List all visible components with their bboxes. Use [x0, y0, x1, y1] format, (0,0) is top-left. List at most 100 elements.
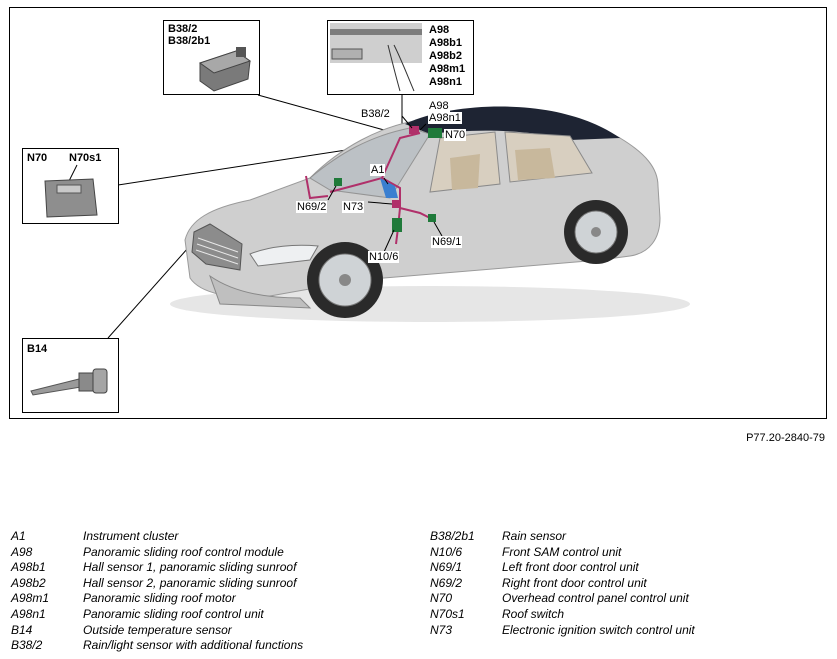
legend-row: A98b2 Hall sensor 2, panoramic sliding su… — [11, 576, 421, 592]
figure-reference: P77.20-2840-79 — [746, 432, 825, 444]
car-label-n73: N73 — [342, 201, 365, 213]
legend-code: N70 — [430, 591, 453, 606]
component-n70 — [428, 128, 442, 138]
legend-desc: Hall sensor 2, panoramic sliding sunroof — [83, 575, 297, 590]
front-bumper — [209, 274, 312, 309]
legend-row: B38/2 Rain/light sensor with additional f… — [11, 638, 421, 654]
car-label-n69-1: N69/1 — [431, 236, 463, 248]
car-label-n70: N70 — [444, 129, 467, 141]
legend-code: B38/2b1 — [430, 529, 475, 543]
legend-code: B14 — [11, 622, 33, 637]
legend-code: A1 — [11, 529, 26, 543]
callout-box-roof-module: A98 A98b1 A98b2 A98m1 A98n1 — [327, 20, 474, 95]
legend-code: N70s1 — [430, 606, 465, 621]
callout-box-rain-sensor: B38/2 B38/2b1 — [163, 20, 260, 95]
legend-desc: Panoramic sliding roof control module — [83, 544, 284, 559]
wiring-harness — [305, 132, 431, 245]
component-n73 — [392, 200, 400, 208]
legend-row: B38/2b1 Rain sensor — [430, 529, 830, 545]
callout-box-temp-sensor: B14 — [22, 338, 119, 413]
front-grille — [191, 223, 243, 271]
legend-desc: Hall sensor 1, panoramic sliding sunroof — [83, 560, 297, 575]
legend-code: N69/1 — [430, 560, 463, 575]
legend-desc: Panoramic sliding roof motor — [83, 591, 236, 606]
legend-code: B38/2 — [11, 638, 43, 653]
leader-line-b14 — [107, 247, 189, 339]
component-b38-2 — [409, 126, 419, 134]
callout-label-b38-2b1: B38/2b1 — [168, 35, 211, 47]
legend-desc: Instrument cluster — [83, 529, 179, 543]
legend-row: B14 Outside temperature sensor — [11, 623, 421, 639]
leader-a1 — [383, 177, 389, 185]
legend-row: A98 Panoramic sliding roof control module — [11, 545, 421, 561]
callout-label-a98b1: A98b1 — [429, 37, 463, 49]
callout-label-a98m1: A98m1 — [429, 63, 466, 75]
legend-row: N70 Overhead control panel control unit — [430, 591, 830, 607]
leader-b38-2 — [401, 115, 413, 129]
legend-row: A98b1 Hall sensor 1, panoramic sliding su… — [11, 560, 421, 576]
car-label-a98: A98 — [428, 100, 450, 112]
overhead-panel-image — [44, 164, 98, 218]
component-n10-6 — [392, 218, 402, 232]
leader-n69-2 — [327, 185, 337, 201]
callout-label-n70: N70 — [27, 152, 48, 164]
legend-desc: Outside temperature sensor — [83, 622, 232, 637]
legend-desc: Overhead control panel control unit — [502, 591, 689, 606]
callout-label-b38-2: B38/2 — [168, 23, 198, 35]
temp-sensor-image — [30, 368, 108, 396]
car-shadow — [170, 286, 690, 322]
legend-row: A1 Instrument cluster — [11, 529, 421, 545]
component-n69-1 — [428, 214, 436, 222]
car-label-b38-2: B38/2 — [360, 108, 391, 120]
car-label-a98n1: A98n1 — [428, 112, 462, 124]
legend-code: A98 — [11, 544, 33, 559]
legend-code: A98b1 — [11, 560, 46, 575]
legend-row: N73 Electronic ignition switch control un… — [430, 623, 830, 639]
legend-code: A98m1 — [11, 591, 50, 606]
headlight — [249, 244, 319, 267]
car-illustration — [107, 93, 690, 339]
component-a1 — [380, 178, 398, 198]
component-location-figure: B38/2 B38/2b1 A98 A98b1 A98b2 A98m1 A98n… — [9, 7, 827, 419]
legend-code: N73 — [430, 622, 453, 637]
legend-code: N10/6 — [430, 544, 463, 559]
legend-code: N69/2 — [430, 575, 463, 590]
leader-line-b38 — [257, 94, 403, 136]
legend-row: N69/1 Left front door control unit — [430, 560, 830, 576]
rear-wheel — [564, 200, 628, 264]
callout-label-a98b2: A98b2 — [429, 50, 463, 62]
rain-sensor-image — [198, 47, 252, 92]
legend-row: A98m1 Panoramic sliding roof motor — [11, 591, 421, 607]
car-label-a1: A1 — [370, 164, 386, 176]
front-seat — [450, 154, 480, 190]
callout-label-a98: A98 — [429, 24, 450, 36]
legend-desc: Left front door control unit — [502, 560, 639, 575]
leader-n69-1 — [433, 221, 443, 237]
car-label-n10-6: N10/6 — [368, 251, 400, 263]
rear-seat — [515, 148, 555, 180]
leader-n73 — [367, 201, 393, 205]
legend-desc: Rain/light sensor with additional functi… — [83, 638, 304, 653]
front-wheel — [307, 242, 383, 318]
callout-label-b14: B14 — [27, 343, 48, 355]
legend-code: A98b2 — [11, 575, 46, 590]
legend-desc: Right front door control unit — [502, 575, 647, 590]
callout-label-n70s1: N70s1 — [69, 152, 102, 164]
legend-desc: Roof switch — [502, 606, 565, 621]
legend-desc: Panoramic sliding roof control unit — [83, 606, 264, 621]
legend-desc: Electronic ignition switch control unit — [502, 622, 695, 637]
legend-row: N70s1 Roof switch — [430, 607, 830, 623]
callout-box-overhead-panel: N70 N70s1 — [22, 148, 119, 224]
legend-desc: Rain sensor — [502, 529, 567, 543]
leader-a98n1 — [419, 123, 427, 131]
legend-code: A98n1 — [11, 606, 46, 621]
legend-row: N69/2 Right front door control unit — [430, 576, 830, 592]
car-label-n69-2: N69/2 — [296, 201, 328, 213]
component-n69-2 — [334, 178, 342, 186]
callout-label-a98n1: A98n1 — [429, 76, 463, 88]
leader-n10-6 — [383, 229, 395, 253]
roof-module-image — [330, 23, 422, 92]
